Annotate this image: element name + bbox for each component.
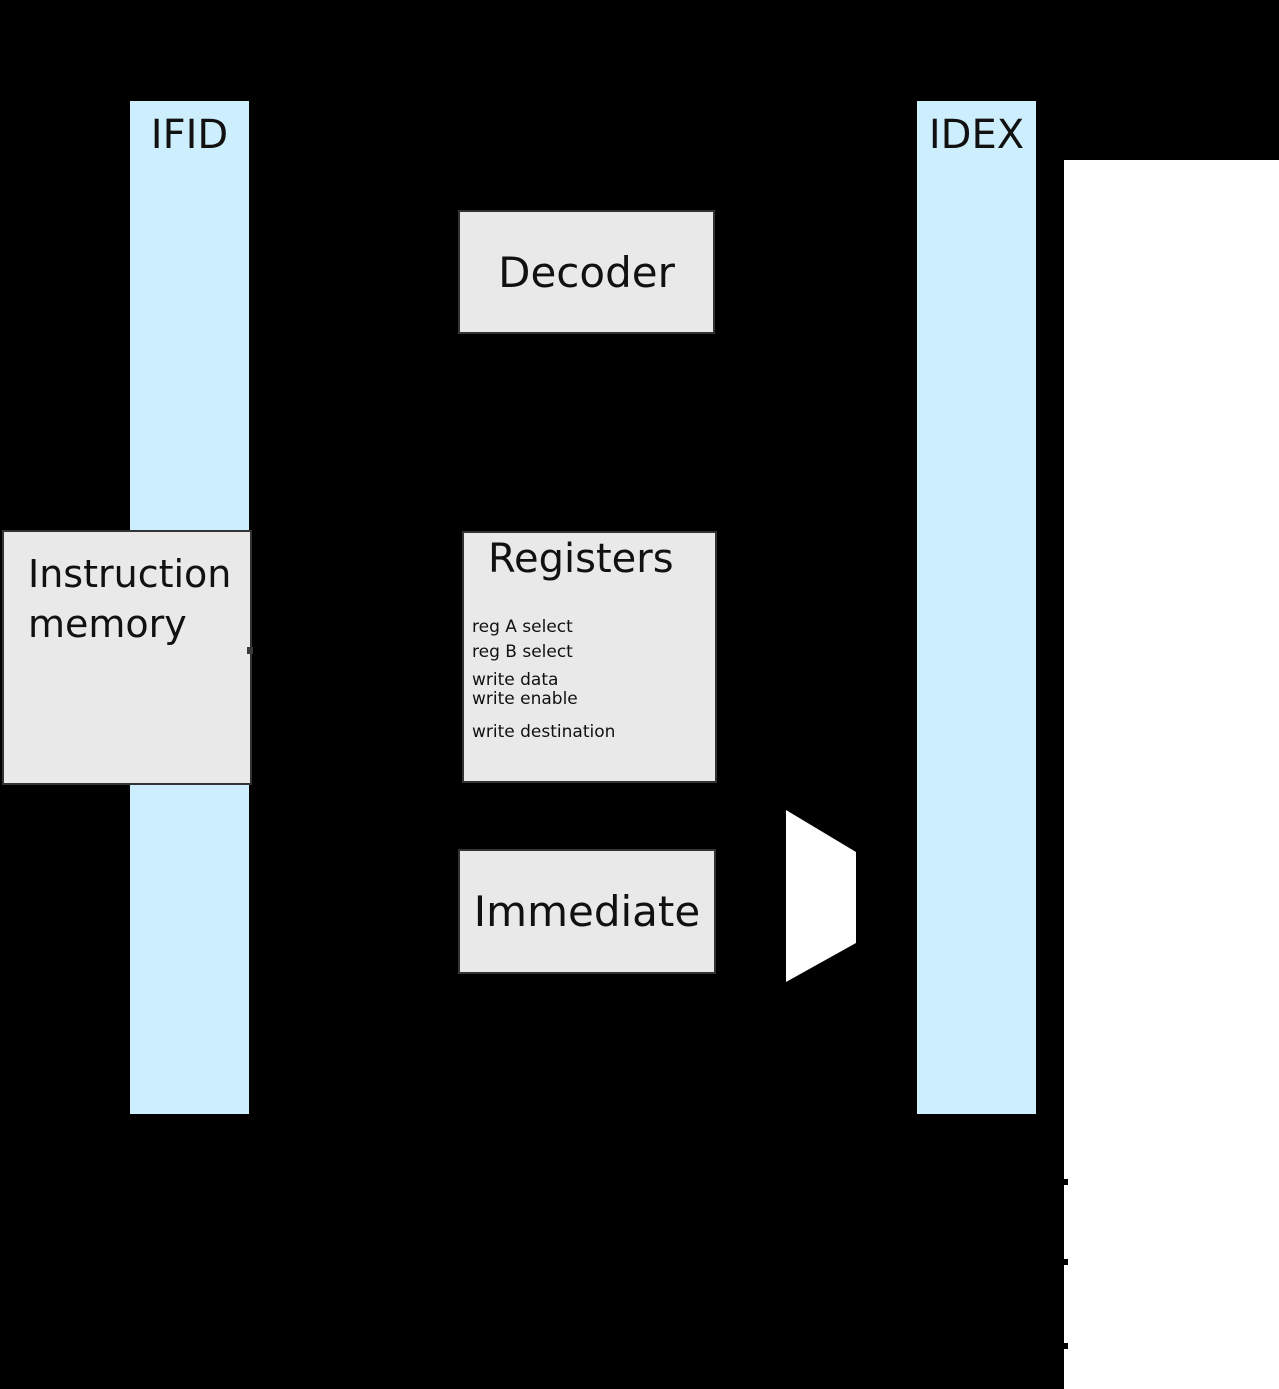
registers-port-write-enable: write enable bbox=[472, 689, 578, 709]
wire-stub bbox=[1062, 1343, 1068, 1349]
mux-shape bbox=[786, 810, 856, 982]
wire-stub bbox=[1062, 1259, 1068, 1265]
registers-port-write-data: write data bbox=[472, 670, 559, 690]
wire-stub bbox=[247, 647, 253, 654]
pipeline-register-idex-label: IDEX bbox=[928, 112, 1025, 158]
instruction-memory-block: Instruction memory bbox=[2, 530, 252, 785]
wire-stub bbox=[1062, 1179, 1068, 1185]
immediate-block: Immediate bbox=[458, 849, 716, 974]
registers-port-write-destination: write destination bbox=[472, 722, 616, 742]
pipeline-register-idex: IDEX bbox=[915, 99, 1038, 1116]
cutout-region bbox=[1064, 160, 1279, 1389]
decoder-block: Decoder bbox=[458, 210, 715, 334]
registers-port-reg-a-select: reg A select bbox=[472, 617, 573, 637]
registers-block: Registers reg A select reg B select writ… bbox=[462, 531, 717, 783]
registers-label: Registers bbox=[488, 536, 674, 582]
instruction-memory-label: Instruction memory bbox=[28, 552, 232, 646]
immediate-label: Immediate bbox=[473, 887, 701, 936]
pipeline-register-ifid-label: IFID bbox=[150, 112, 229, 158]
registers-port-reg-b-select: reg B select bbox=[472, 642, 573, 662]
decoder-label: Decoder bbox=[498, 247, 675, 297]
